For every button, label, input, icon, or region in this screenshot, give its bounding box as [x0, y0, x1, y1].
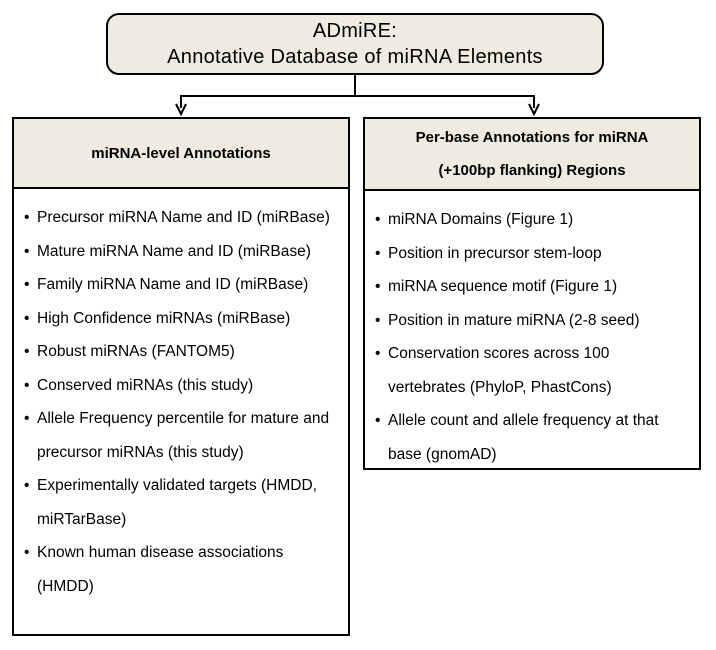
list-item: •Family miRNA Name and ID (miRBase)	[24, 276, 309, 293]
title-box: ADmiRE: Annotative Database of miRNA Ele…	[106, 13, 604, 75]
panel-header: Per-base Annotations for miRNA (+100bp f…	[365, 119, 699, 191]
list-item-text: Experimentally validated targets (HMDD, …	[37, 477, 317, 528]
list-item: •Experimentally validated targets (HMDD,…	[24, 477, 317, 528]
list-item: •Known human disease associations (HMDD)	[24, 544, 284, 595]
list-item-text: Mature miRNA Name and ID (miRBase)	[37, 242, 311, 260]
per-base-panel: Per-base Annotations for miRNA (+100bp f…	[363, 117, 701, 470]
list-item: •Conserved miRNAs (this study)	[24, 376, 254, 394]
list-item: •Conservation scores across 100 vertebra…	[375, 345, 612, 396]
list-item: •Position in precursor stem-loop	[375, 244, 602, 262]
title-line-2: Annotative Database of miRNA Elements	[167, 46, 543, 68]
arrowhead-left	[175, 103, 187, 117]
list-item-text: Conserved miRNAs (this study)	[37, 376, 254, 394]
list-item-text: Position in precursor stem-loop	[388, 244, 602, 262]
list-item: •miRNA Domains (Figure 1)	[375, 211, 574, 228]
arrowhead-right	[528, 103, 540, 117]
list-item-text: High Confidence miRNAs (miRBase)	[37, 309, 291, 327]
list-item-text: Robust miRNAs (FANTOM5)	[37, 343, 235, 360]
list-item-text: miRNA Domains (Figure 1)	[388, 211, 574, 228]
list-item: •Mature miRNA Name and ID (miRBase)	[24, 242, 311, 260]
title-line-1: ADmiRE:	[312, 20, 398, 42]
list-item: •Position in mature miRNA (2-8 seed)	[375, 311, 640, 329]
list-item: •Allele Frequency percentile for mature …	[24, 410, 330, 461]
list-item-text: Known human disease associations (HMDD)	[37, 544, 284, 595]
panel-header-line-2: (+100bp flanking) Regions	[438, 162, 626, 179]
panel-header: miRNA-level Annotations	[14, 119, 348, 189]
list-item: •miRNA sequence motif (Figure 1)	[375, 278, 618, 295]
list-item: •Precursor miRNA Name and ID (miRBase)	[24, 209, 330, 226]
panel-header-text: miRNA-level Annotations	[91, 144, 271, 162]
connector-arrows	[175, 75, 540, 117]
list-item: •High Confidence miRNAs (miRBase)	[24, 309, 291, 327]
list-item-text: Allele Frequency percentile for mature a…	[37, 410, 330, 461]
list-item-text: Allele count and allele frequency at tha…	[388, 412, 659, 463]
list-item-text: Conservation scores across 100 vertebrat…	[388, 345, 612, 396]
list-item-text: Family miRNA Name and ID (miRBase)	[37, 276, 309, 293]
annotation-list: •miRNA Domains (Figure 1) •Position in p…	[365, 191, 699, 471]
list-item-text: miRNA sequence motif (Figure 1)	[388, 278, 618, 295]
list-item: •Robust miRNAs (FANTOM5)	[24, 343, 235, 360]
panel-header-line-1: Per-base Annotations for miRNA	[415, 129, 649, 146]
list-item: •Allele count and allele frequency at th…	[375, 412, 659, 463]
list-item-text: Precursor miRNA Name and ID (miRBase)	[37, 209, 330, 226]
list-item-text: Position in mature miRNA (2-8 seed)	[388, 311, 640, 329]
mirna-level-panel: miRNA-level Annotations •Precursor miRNA…	[12, 117, 350, 636]
annotation-list: •Precursor miRNA Name and ID (miRBase) •…	[14, 189, 348, 603]
